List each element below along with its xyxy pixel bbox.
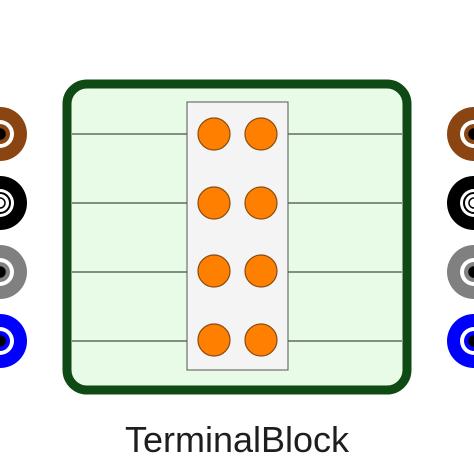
terminal-4-2[interactable]	[244, 323, 278, 357]
terminal-3-2[interactable]	[244, 254, 278, 288]
wire-group	[72, 133, 402, 342]
left-port-black[interactable]	[0, 176, 27, 230]
right-port-brown[interactable]	[447, 107, 474, 161]
right-port-black[interactable]	[447, 176, 474, 230]
terminal-1-2[interactable]	[244, 117, 278, 151]
left-port-blue[interactable]	[0, 314, 27, 368]
right-port-group	[447, 107, 474, 368]
left-port-grey[interactable]	[0, 245, 27, 299]
right-port-blue[interactable]	[447, 314, 474, 368]
terminal-3-1[interactable]	[197, 254, 231, 288]
terminal-4-1[interactable]	[197, 323, 231, 357]
block-label: TerminalBlock	[124, 419, 350, 460]
left-port-brown[interactable]	[0, 107, 27, 161]
terminal-1-1[interactable]	[197, 117, 231, 151]
terminal-2-1[interactable]	[197, 186, 231, 220]
left-port-group	[0, 107, 27, 368]
terminal-2-2[interactable]	[244, 186, 278, 220]
right-port-grey[interactable]	[447, 245, 474, 299]
terminal-group	[197, 117, 278, 357]
